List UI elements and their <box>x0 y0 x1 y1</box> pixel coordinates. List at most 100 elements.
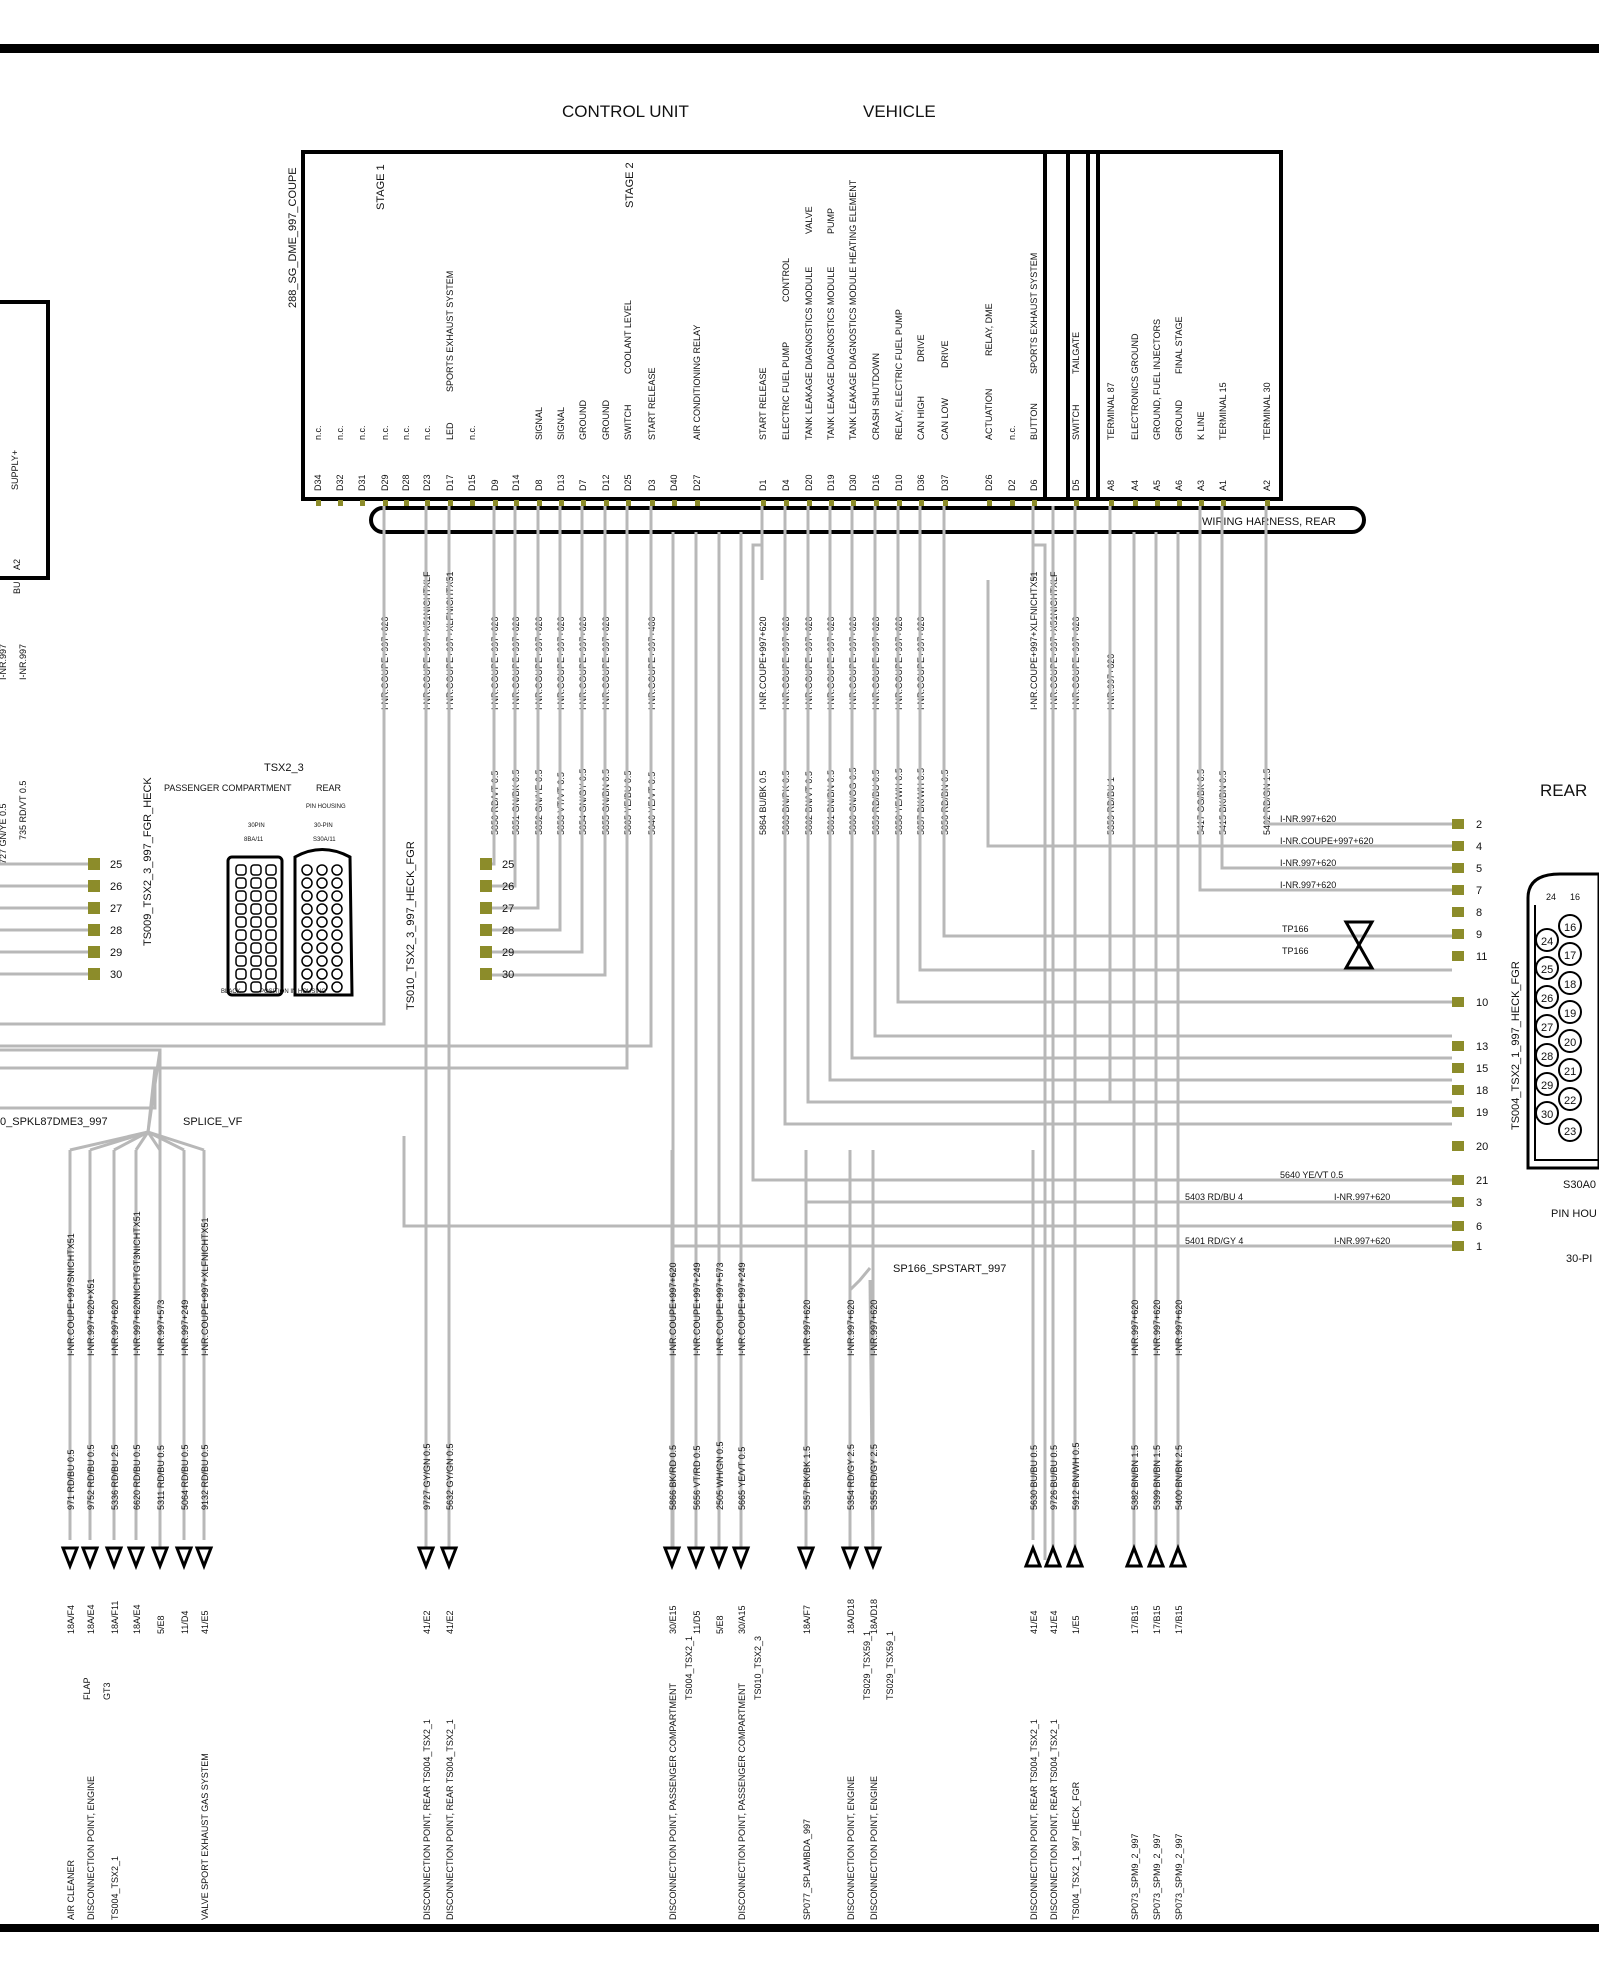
route-16 <box>873 580 1452 1038</box>
bottom-connector-5 <box>174 1546 194 1571</box>
bottom-dest-9: DISCONNECTION POINT, PASSENGER COMPARTME… <box>668 1682 678 1920</box>
housing-black-cell <box>250 942 262 954</box>
rear-pin-opt-21: 5640 YE/VT 0.5 <box>1280 1170 1343 1180</box>
bottom-connector-18 <box>1065 1543 1085 1568</box>
ts009-pin-label-25: 25 <box>110 859 122 871</box>
bottom-connector-7 <box>416 1546 436 1571</box>
route-12 <box>783 580 1452 1126</box>
ts009-pin-28 <box>88 924 100 936</box>
bottom-loc-5: 11/D4 <box>180 1611 190 1634</box>
cu-label2-D37: DRIVE <box>940 340 950 368</box>
rear-pin-label-3: 3 <box>1476 1197 1482 1209</box>
cu-pin-mark-D7 <box>581 500 586 506</box>
cu-pin-A2: A2 <box>1262 480 1272 491</box>
ts009-pin-label-30: 30 <box>110 969 122 981</box>
ts004-name: TS004_TSX2_1_997_HECK_FGR <box>1510 961 1522 1130</box>
tsx2-3-position: POSITION IN HOUSING <box>260 989 326 995</box>
cu-pin-mark-D5 <box>1074 500 1079 506</box>
housing-black-cell <box>235 929 247 941</box>
cu-pin-mark-A1 <box>1221 500 1226 506</box>
route-11 <box>751 543 1452 1182</box>
splice-start-label: SP166_SPSTART_997 <box>893 1263 1006 1275</box>
rear-pin-opt-3: 5403 RD/BU 4 <box>1185 1192 1243 1202</box>
housing-pin-cell <box>316 864 328 876</box>
rear-pin-label-10: 10 <box>1476 997 1488 1009</box>
bottom-wire-code-11: 2505 WH/GN 0.5 <box>715 1441 725 1510</box>
rear-pin-15 <box>1452 1063 1464 1073</box>
cu-pin-mark-D40 <box>672 500 677 506</box>
rear-pin-opt-9: TP166 <box>1282 924 1309 934</box>
route-0 <box>0 580 386 1026</box>
rear-pin-label-13: 13 <box>1476 1041 1488 1053</box>
ts004-cavity-label-27: 27 <box>1541 1022 1553 1034</box>
cu-label-D27: AIR CONDITIONING RELAY <box>692 325 702 440</box>
housing-black-cell <box>250 903 262 915</box>
cu-pin-D36: D36 <box>916 474 926 491</box>
cu-pin-mark-D19 <box>829 500 834 506</box>
rear-pin-opt-1: 5401 RD/GY 4 <box>1185 1236 1243 1246</box>
bottom-loc-8: 41/E2 <box>445 1610 455 1634</box>
rear-pin-opt-4: I-NR.COUPE+997+620 <box>1280 836 1374 846</box>
cu-label2-D26: RELAY, DME <box>984 303 994 356</box>
bottom-connector-10 <box>686 1546 706 1571</box>
cu-pin-A1: A1 <box>1218 480 1228 491</box>
cu-label-D12: GROUND <box>601 400 611 440</box>
bottom-loc-16: 41/E4 <box>1029 1610 1039 1634</box>
route-31 <box>804 1200 1452 1560</box>
ts004-cavity-label-18: 18 <box>1564 979 1576 991</box>
ts009-pin-label-26: 26 <box>110 881 122 893</box>
ts004-cavity-label-17: 17 <box>1564 950 1576 962</box>
cu-pin-D30: D30 <box>848 474 858 491</box>
rear-pin-19 <box>1452 1107 1464 1117</box>
rear-pin-8 <box>1452 907 1464 917</box>
bottom-dest-20: SP073_SPM9_2_997 <box>1152 1833 1162 1920</box>
cu-label2-D17: SPORTS EXHAUST SYSTEM <box>445 271 455 392</box>
bottom-connector-20 <box>1146 1543 1166 1568</box>
ts004-cavity-18 <box>1558 971 1582 995</box>
cu-pin-mark-D37 <box>943 500 948 506</box>
housing-black-cell <box>235 890 247 902</box>
cu-label-A2: TERMINAL 30 <box>1262 382 1272 440</box>
route-5 <box>488 580 540 910</box>
housing-pin-cell <box>301 942 313 954</box>
housing-black-cell <box>250 916 262 928</box>
supply-wire-a: I-NR.997 <box>0 644 8 680</box>
ts004-pin-note: 30-PI <box>1566 1253 1592 1265</box>
cu-label-D26: ACTUATION <box>984 389 994 440</box>
cu-pin-mark-A4 <box>1133 500 1138 506</box>
bottom-border <box>0 1924 1599 1932</box>
bottom-dest-1: DISCONNECTION POINT, ENGINE <box>86 1776 96 1920</box>
bottom-wire-opt-9: I-NR.COUPE+997+620 <box>668 1262 678 1356</box>
cu-pin-mark-D26 <box>987 500 992 506</box>
cu-pin-D2: D2 <box>1007 479 1017 491</box>
cu-label-D8: SIGNAL <box>534 407 544 440</box>
bottom-wire-code-3: 6620 RD/BU 0.5 <box>132 1444 142 1510</box>
bottom-loc-6: 41/E5 <box>200 1610 210 1634</box>
bottom-loc-10: 11/D5 <box>692 1611 702 1634</box>
bottom-connector-15 <box>863 1546 883 1571</box>
cu-pin-mark-D34 <box>316 500 321 506</box>
cu-label-A6: GROUND <box>1174 400 1184 440</box>
cu-pin-mark-A2 <box>1265 500 1270 506</box>
splice-vf-branch-3 <box>134 1131 150 1151</box>
bottom-loc-7: 41/E2 <box>422 1610 432 1634</box>
rear-pin-label-4: 4 <box>1476 841 1482 853</box>
housing-pin-cell <box>331 916 343 928</box>
bottom-dest-16: DISCONNECTION POINT, REAR TS004_TSX2_1 <box>1029 1719 1039 1920</box>
rear-pin-label-9: 9 <box>1476 929 1482 941</box>
ts010-pin-26 <box>480 880 492 892</box>
bottom-connector-17 <box>1043 1543 1063 1568</box>
housing-pin-cell <box>316 955 328 967</box>
rear-pin-label-7: 7 <box>1476 885 1482 897</box>
bottom-dest-8: DISCONNECTION POINT, REAR TS004_TSX2_1 <box>445 1719 455 1920</box>
bottom-loc-20: 17/B15 <box>1152 1605 1162 1634</box>
bottom-connector-4 <box>150 1546 170 1571</box>
cu-pin-mark-D15 <box>470 500 475 506</box>
route-17 <box>896 580 1452 1004</box>
ts004-cavity-29 <box>1535 1072 1559 1096</box>
housing-black-cell <box>265 903 277 915</box>
bottom-wire-code-18: 5912 BN/WH 0.5 <box>1071 1442 1081 1510</box>
housing-black-cell <box>250 981 262 993</box>
tsx2-3-h1b: 8BA/11 <box>244 837 264 843</box>
